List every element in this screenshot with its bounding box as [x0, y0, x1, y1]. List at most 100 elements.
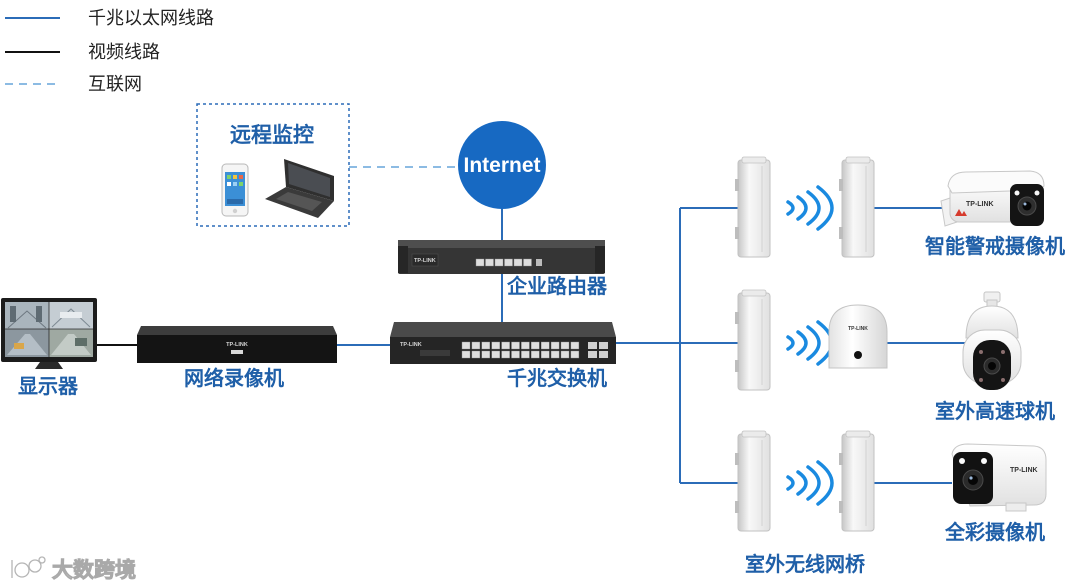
internet-node: Internet: [458, 121, 546, 209]
camera-brand: TP-LINK: [966, 201, 994, 208]
switch-port: [541, 350, 550, 359]
enterprise-router: TP-LINK: [398, 240, 605, 274]
nvr-top: [137, 326, 337, 335]
router-ports: [475, 258, 532, 267]
bridge-panel: [838, 156, 875, 258]
monitor-stand: [35, 362, 63, 369]
speed-dome-camera-icon: [962, 291, 1022, 390]
switch-port: [461, 350, 471, 359]
switch-brand: TP-LINK: [400, 342, 422, 348]
bridge-dome-brand: TP-LINK: [848, 326, 868, 332]
switch-top: [390, 322, 616, 337]
bridge-dome-logo-icon: [854, 351, 862, 359]
wireless-signal-icon: [786, 185, 834, 231]
switch-sfp-port: [588, 351, 597, 358]
bridge-panel: [734, 156, 771, 258]
wireless-signal-icon: [786, 320, 834, 366]
camera-ir-led: [979, 350, 983, 354]
camera-led: [959, 458, 965, 464]
router-port: [494, 258, 504, 267]
network-video-recorder: TP-LINK: [137, 326, 337, 363]
monitor: [1, 298, 97, 369]
dome-upper-housing: [965, 305, 1019, 339]
switch-port: [461, 341, 471, 350]
switch-port: [560, 341, 570, 350]
phone-icon: [221, 163, 249, 217]
router-rack-ear: [398, 246, 408, 273]
switch-led-panel: [420, 350, 450, 356]
switch-sfp-port: [588, 342, 597, 349]
switch-port: [541, 341, 550, 350]
switch-port: [491, 350, 500, 359]
alert-logo-icon: [955, 209, 967, 216]
watermark-text: 大数跨境: [52, 558, 136, 582]
wireless-signal-arc: [786, 475, 795, 491]
wireless-bridge-pair: [734, 430, 875, 532]
wireless-signal-icon: [786, 460, 834, 506]
gigabit-switch: TP-LINK: [390, 322, 616, 364]
wireless-signal-arc: [806, 465, 821, 501]
switch-port: [550, 350, 560, 359]
watermark: 大数跨境: [11, 556, 136, 582]
wireless-signal-arc: [806, 325, 821, 361]
switch-port: [471, 350, 481, 359]
camera-ir-led: [1001, 350, 1005, 354]
wireless-signal-arc: [806, 190, 821, 226]
switch-port: [491, 341, 500, 350]
bridge-dome: [828, 304, 888, 369]
router-port: [485, 258, 494, 267]
legend: 千兆以太网线路 视频线路 互联网: [5, 8, 214, 94]
router-console-port: [536, 259, 542, 266]
switch-port: [481, 350, 490, 359]
router-port: [513, 258, 523, 267]
camera-bracket: [1005, 502, 1027, 512]
router-port: [523, 258, 532, 267]
router-label: 企业路由器: [506, 274, 608, 298]
internet-label: Internet: [463, 154, 540, 177]
camera-ir-led: [1001, 378, 1005, 382]
bridge-label: 室外无线网桥: [745, 552, 866, 576]
switch-sfp-port: [599, 342, 608, 349]
internet-circle: [458, 121, 546, 209]
router-rack-ear: [595, 246, 605, 273]
wireless-signal-arc: [816, 185, 834, 231]
wireless-signal-arc: [816, 460, 834, 506]
wireless-signal-arc: [796, 195, 808, 221]
switch-port: [501, 350, 510, 359]
switch-port: [501, 341, 510, 350]
camera-led: [1034, 190, 1040, 196]
router-top: [398, 240, 605, 248]
bridge-panel: [734, 430, 771, 532]
bullet-camera-icon: TP-LINK: [951, 443, 1047, 512]
switch-label: 千兆交换机: [507, 366, 607, 390]
switch-port: [570, 341, 580, 350]
switch-ports: [461, 341, 580, 359]
switch-port: [481, 341, 490, 350]
bullet-camera-icon: TP-LINK: [940, 170, 1045, 227]
switch-port: [531, 350, 540, 359]
switch-sfp-port: [599, 351, 608, 358]
camera-label-smart-alert: 智能警戒摄像机: [925, 234, 1065, 258]
legend-label-video: 视频线路: [88, 42, 160, 62]
nvr-label: 网络录像机: [184, 366, 284, 390]
wireless-signal-arc: [786, 335, 795, 351]
remote-monitoring-title: 远程监控: [230, 123, 314, 147]
camera-led: [981, 458, 987, 464]
bridge-dome-unit: TP-LINK: [828, 304, 888, 369]
wireless-signal-arc: [796, 470, 808, 496]
wireless-signal-arc: [786, 200, 795, 216]
switch-port: [531, 341, 540, 350]
switch-port: [570, 350, 580, 359]
router-port: [475, 258, 485, 267]
remote-monitoring-box: 远程监控: [196, 103, 350, 227]
router-brand: TP-LINK: [414, 258, 436, 264]
nvr-usb-port: [231, 350, 243, 354]
legend-label-ethernet: 千兆以太网线路: [88, 8, 214, 28]
watermark-logo-icon: [11, 556, 46, 578]
switch-port: [521, 341, 530, 350]
camera-led: [1014, 190, 1020, 196]
switch-port: [560, 350, 570, 359]
nvr-front: [137, 335, 337, 363]
wireless-bridge-pair: [734, 156, 875, 258]
